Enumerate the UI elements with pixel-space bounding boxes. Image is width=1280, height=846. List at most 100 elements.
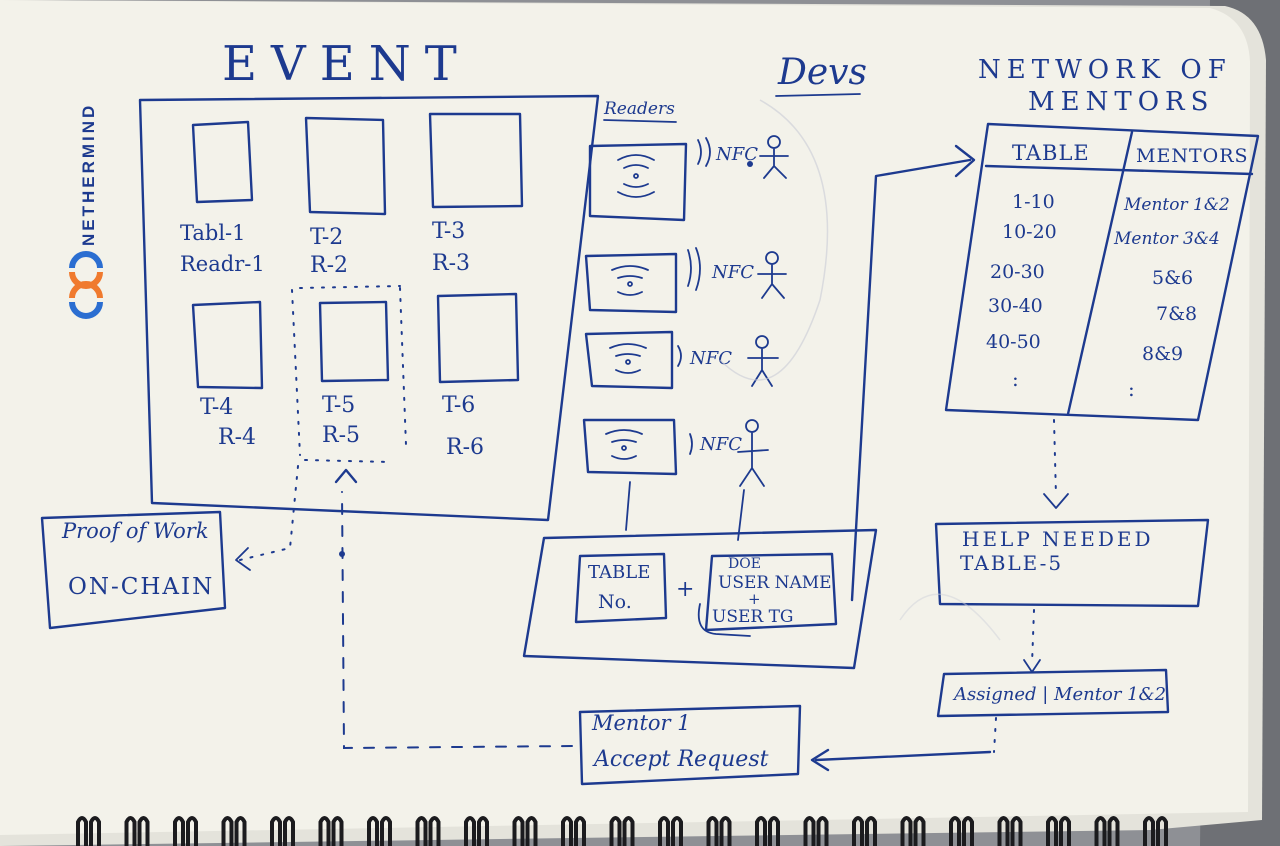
- readers-underline: [603, 119, 677, 123]
- spiral-ring: [900, 816, 926, 846]
- mentor-accept-line-2: Accept Request: [592, 747, 769, 772]
- proof-line-2: ON-CHAIN: [68, 574, 214, 600]
- paper-page: [0, 0, 1250, 835]
- mentors-header-table: TABLE: [1012, 141, 1090, 165]
- mentor-accept-line-1: Mentor 1: [591, 711, 691, 735]
- proof-of-work-box: [40, 510, 227, 630]
- network-to-help-connector: [1053, 419, 1057, 497]
- payload-user-line-1: DOE: [728, 556, 761, 572]
- up-arrow-icon: [334, 468, 358, 484]
- mentors-column-divider: [1066, 130, 1134, 416]
- reader-2-label: R-2: [310, 253, 348, 278]
- row-3-table: 20-30: [990, 261, 1045, 283]
- event-tables: [191, 112, 524, 390]
- reader-device-2: [584, 252, 678, 314]
- nfc-label-4: NFC: [699, 434, 742, 455]
- user-info-bracket: [697, 603, 751, 637]
- spiral-ring: [706, 816, 732, 846]
- table-no-box: [574, 552, 668, 624]
- network-title-line-1: NETWORK OF: [978, 55, 1232, 85]
- reader-6-label: R-6: [446, 435, 484, 460]
- mentors-column-ellipsis: :: [1128, 377, 1135, 401]
- table-2-box: [304, 116, 387, 216]
- person-icon: [757, 251, 787, 299]
- user-info-box: [704, 552, 838, 632]
- row-1-mentors: Mentor 1&2: [1123, 195, 1230, 215]
- readers-label: Readers: [603, 99, 675, 119]
- spiral-ring: [173, 816, 198, 846]
- reader-connectors: [625, 481, 745, 541]
- reader-3-label: R-3: [432, 251, 470, 276]
- down-arrow-icon: [1043, 493, 1069, 509]
- nfc-label-2: NFC: [711, 262, 754, 283]
- mentors-table-frame: [944, 122, 1260, 422]
- signal-icon: [677, 345, 682, 367]
- assigned-to-mentor-line: [814, 750, 992, 762]
- row-1-table: 1-10: [1012, 191, 1055, 213]
- payload-to-network-arrow: [850, 158, 972, 602]
- help-to-assigned-connector: [1031, 609, 1035, 665]
- payload-table-line-1: TABLE: [588, 562, 650, 583]
- event-title: EVENT: [222, 36, 471, 92]
- payload-user-line-2: USER NAME: [718, 573, 832, 593]
- table-5-label: T-5: [322, 393, 355, 418]
- table-2-label: T-2: [310, 225, 343, 250]
- reader-device-3: [584, 330, 674, 390]
- row-5-mentors: 8&9: [1142, 343, 1183, 365]
- nfc-users: NFC NFC NFC NFC: [677, 135, 789, 487]
- mentors-header-mentors: MENTORS: [1136, 145, 1249, 167]
- devs-title: Devs: [777, 52, 867, 93]
- row-5-table: 40-50: [986, 331, 1041, 353]
- table-6-box: [436, 292, 520, 384]
- spiral-ring: [367, 816, 392, 846]
- spiral-ring: [949, 816, 974, 846]
- wifi-icon: [605, 154, 655, 460]
- spiral-ring: [997, 816, 1023, 846]
- spiral-binding: [76, 816, 1168, 846]
- spiral-ring: [1094, 816, 1120, 846]
- spiral-ring: [803, 816, 829, 846]
- person-icon: [759, 135, 789, 179]
- nfc-readers: [582, 142, 688, 476]
- ghost-mark: [899, 593, 1001, 641]
- spiral-ring: [124, 816, 150, 846]
- assigned-box: [936, 668, 1170, 718]
- mentors-header-divider: [984, 164, 1254, 176]
- row-2-mentors: Mentor 3&4: [1113, 229, 1220, 249]
- left-arrow-icon: [810, 748, 830, 772]
- payload-user-line-3: +: [748, 590, 761, 608]
- spiral-ring: [609, 816, 635, 846]
- payload-plus: +: [676, 577, 694, 602]
- table-1-label: Tabl-1: [180, 221, 246, 245]
- payload-frame: [522, 528, 878, 670]
- spiral-ring: [1143, 816, 1168, 846]
- nfc-label-3: NFC: [689, 348, 732, 369]
- reader-4-label: R-4: [218, 425, 256, 450]
- devs-underline: [775, 93, 861, 97]
- reader-1-label: Readr-1: [180, 252, 265, 276]
- spiral-ring: [415, 816, 441, 846]
- reader-5-label: R-5: [322, 423, 360, 448]
- signal-icon: [687, 247, 701, 291]
- table-column-ellipsis: :: [1012, 367, 1019, 391]
- signal-icon: [689, 433, 693, 455]
- row-4-mentors: 7&8: [1156, 303, 1197, 325]
- assigned-text: Assigned | Mentor 1&2: [952, 684, 1166, 705]
- spiral-ring: [318, 816, 344, 846]
- help-line-2: TABLE-5: [960, 551, 1063, 575]
- table-4-label: T-4: [200, 395, 233, 420]
- spiral-ring: [76, 816, 101, 846]
- nfc-label-1: NFC: [715, 144, 758, 165]
- nethermind-wordmark: NETHERMIND: [79, 103, 98, 246]
- nfc-tag-icon: [747, 161, 753, 167]
- person-icon: [737, 419, 769, 487]
- row-3-mentors: 5&6: [1152, 267, 1193, 289]
- person-icon: [747, 335, 779, 387]
- row-2-table: 10-20: [1002, 221, 1057, 243]
- signal-icon: [697, 137, 711, 167]
- spiral-ring: [270, 816, 295, 846]
- table-5-highlight: [291, 285, 407, 463]
- mentor-accept-box: [578, 704, 802, 786]
